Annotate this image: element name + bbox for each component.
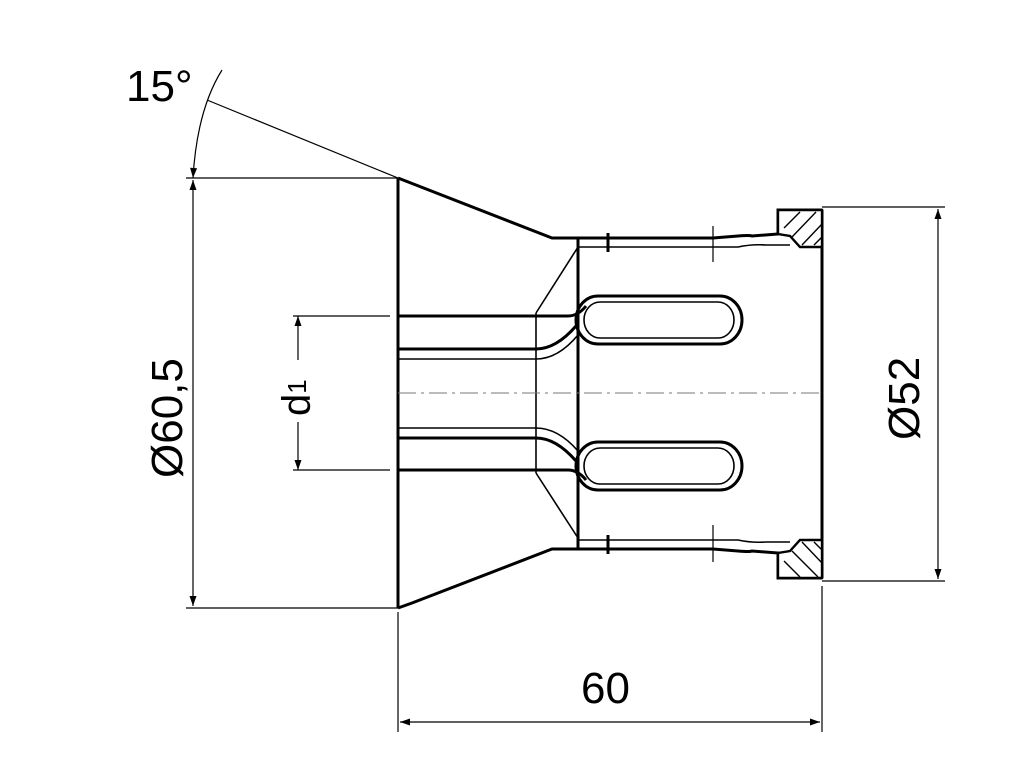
bore-label: d1 xyxy=(275,379,319,416)
length-label: 60 xyxy=(581,664,630,713)
bore-and-slots xyxy=(398,294,744,492)
angle-dimension: 15° xyxy=(126,62,399,179)
bore-dimension: d1 xyxy=(275,315,390,471)
groove-section-top xyxy=(776,208,824,249)
groove-section-bottom xyxy=(776,538,824,580)
diameter-end-dimension: Ø52 xyxy=(822,206,945,582)
diameter-large-label: Ø60,5 xyxy=(143,358,192,478)
length-dimension: 60 xyxy=(397,586,823,732)
collet-outline xyxy=(396,176,824,610)
angle-label: 15° xyxy=(126,62,193,111)
diameter-end-label: Ø52 xyxy=(880,357,929,440)
diameter-large-dimension: Ø60,5 xyxy=(143,180,398,609)
